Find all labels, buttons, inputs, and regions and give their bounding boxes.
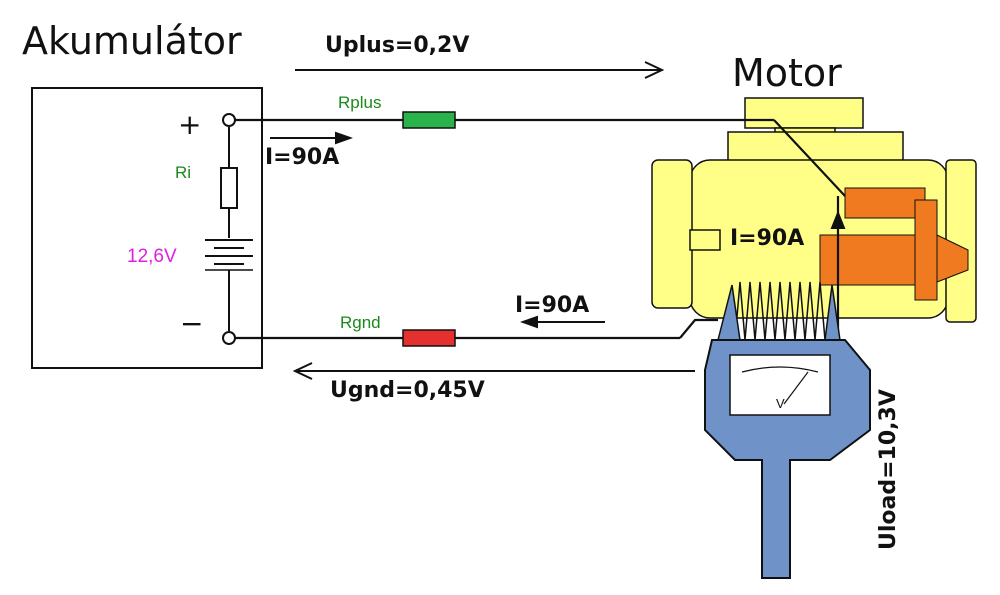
ri-label: Ri [175,163,191,182]
current-arrows [270,131,846,329]
rplus-label: Rplus [338,93,381,112]
current-bottom-label: I=90A [515,293,589,318]
battery-cell-symbol [205,239,253,271]
voltage-arrows [292,61,695,380]
voltmeter: V [704,284,871,579]
plus-sign: + [178,108,201,141]
ugnd-label: Ugnd=0,45V [330,378,485,403]
battery-box [31,87,263,369]
rplus-resistor [402,111,456,129]
meter-unit: V [776,396,785,411]
uload-label: Uload=10,3V [876,389,901,550]
rgnd-resistor [402,329,456,347]
meter-display [729,354,831,416]
motor-title: Motor [732,51,842,95]
motor-coil [734,281,826,341]
current-motor-label: I=90A [730,226,804,251]
current-top-label: I=90A [265,145,339,170]
rgnd-label: Rgnd [340,313,381,332]
battery-title: Akumulátor [22,19,242,63]
uplus-label: Uplus=0,2V [325,33,469,58]
wires [235,118,846,345]
battery-voltage-label: 12,6V [127,246,177,267]
minus-sign: − [180,307,203,340]
ri-resistor [220,167,238,209]
